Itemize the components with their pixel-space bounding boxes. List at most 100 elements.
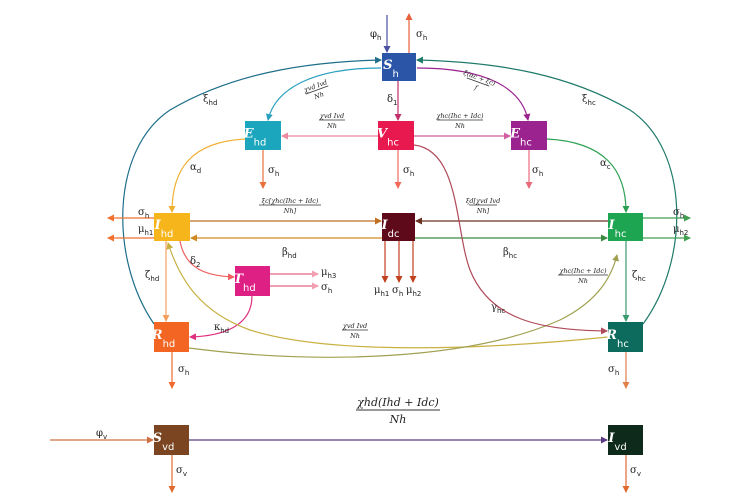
rate-symbol: μ [138, 224, 145, 235]
fraction-bar [305, 85, 329, 95]
node-symbol: I [154, 218, 162, 233]
node-label: Rhd [151, 328, 176, 350]
rate-label-gamma-hc: γhc [491, 302, 505, 315]
rate-subscript: h1 [145, 229, 154, 237]
rate-symbol: φ [96, 428, 103, 439]
fraction-numerator: χhc(Ihc + Idc) [558, 267, 607, 275]
rate-symbol: σ [392, 285, 399, 296]
node-box [154, 425, 189, 455]
node-box [382, 53, 416, 81]
rate-label-phi-h: φh [370, 29, 381, 42]
node-label: Sh [383, 58, 399, 80]
node-symbol: T [233, 272, 244, 287]
fraction-svd-ivd: χhd(Ihd + Idc)Nh [356, 396, 440, 426]
fraction-denominator: f [473, 83, 480, 92]
rate-subscript: v [637, 470, 641, 478]
node-thd: Thd [233, 266, 270, 296]
node-box [378, 121, 414, 150]
rate-subscript: v [103, 433, 107, 441]
rate-label-mu-h1-ihd: μh1 [138, 224, 153, 237]
rate-label-alpha-c: αc [600, 158, 611, 171]
rate-symbol: σ [608, 364, 615, 375]
rate-symbol: β [503, 247, 509, 258]
rate-symbol: σ [673, 207, 680, 218]
rate-subscript: hc [509, 252, 517, 260]
node-ivd: Ivd [607, 425, 643, 455]
rate-label-sigma-h-ihc: σh [673, 207, 684, 220]
rate-label-beta-hd: βhd [282, 247, 297, 260]
node-idc: Idc [381, 213, 415, 241]
rate-label-sigma-v-ivd: σv [630, 465, 641, 478]
rate-symbol: σ [138, 207, 145, 218]
rate-symbol: α [190, 162, 197, 173]
rate-subscript: hd [209, 99, 218, 107]
rate-symbol: μ [673, 224, 680, 235]
edge-rhc-ihd [166, 242, 609, 349]
node-sh: Sh [382, 53, 416, 81]
node-subscript: dc [388, 229, 400, 240]
rate-subscript: 2 [196, 261, 200, 269]
node-subscript: hc [520, 138, 532, 149]
node-svd: Svd [153, 425, 189, 455]
node-symbol: I [607, 431, 615, 446]
node-symbol: R [605, 328, 617, 343]
edge-vhc-rhc [413, 144, 608, 335]
rate-symbol: ζ [632, 270, 638, 281]
rate-symbol: σ [178, 364, 185, 375]
node-label: Ihc [608, 218, 627, 240]
node-label: Thd [233, 272, 255, 294]
fraction-denominator: Nh [577, 277, 588, 285]
rate-subscript: h [423, 34, 427, 42]
node-symbol: I [608, 218, 616, 233]
rate-symbol: γ [491, 302, 497, 313]
rate-label-mu-h1-idc: μh1 [374, 285, 389, 298]
rate-symbol: δ [387, 94, 393, 105]
fraction-denominator: Nh [454, 122, 465, 130]
rate-symbol: σ [268, 165, 275, 176]
rate-subscript: h [185, 369, 189, 377]
fraction-denominator: Nh] [283, 207, 297, 215]
fraction-bar [466, 77, 490, 87]
node-box [608, 322, 643, 352]
fraction-denominator: Nh [326, 122, 337, 130]
node-rhd: Rhd [151, 322, 189, 352]
fraction-numerator: χhc(Ihc + Idc) [435, 112, 484, 120]
rate-label-xi-hd: ξhd [203, 94, 217, 107]
rate-subscript: c [607, 163, 611, 171]
rate-subscript: hd [150, 275, 159, 283]
rate-label-beta-hc: βhc [503, 247, 517, 260]
edge-rhc-sh [416, 56, 678, 325]
edge-rhd-sh [122, 56, 382, 325]
rate-label-zeta-hc: ζhc [632, 270, 646, 283]
rate-symbol: σ [532, 165, 539, 176]
rate-symbol: ζ [145, 270, 151, 281]
node-ehd: Ehd [243, 121, 281, 150]
rate-label-kappa-hd: κhd [214, 322, 229, 335]
fraction-denominator: Nh [349, 332, 360, 340]
rate-subscript: d [197, 167, 201, 175]
rate-subscript: hd [288, 252, 297, 260]
node-label: Ihd [154, 218, 174, 240]
edge-sh-ehd [265, 67, 382, 121]
rate-subscript: v [183, 470, 187, 478]
rate-symbol: α [600, 158, 607, 169]
fraction-numerator: χvd Ivd [319, 112, 344, 120]
edge-sh-ehc [416, 67, 531, 121]
node-subscript: hc [617, 339, 629, 350]
rate-label-xi-hc: ξhc [582, 94, 596, 107]
rate-label-mu-h2-idc: μh2 [406, 285, 421, 298]
rate-subscript: hd [220, 327, 229, 335]
rate-label-sigma-h-rhc: σh [608, 364, 619, 377]
fraction-numerator: ξc[χhc(Ihc + Idc) [262, 197, 319, 205]
fraction-denominator: Nh [389, 413, 407, 426]
node-subscript: vd [162, 442, 174, 453]
fraction-ihd-idc: ξc[χhc(Ihc + Idc) Nh] [259, 197, 321, 215]
fraction-numerator: ξd[χvd Ivd [466, 197, 501, 205]
rate-symbol: ξ [582, 94, 588, 105]
node-symbol: E [243, 127, 255, 142]
rate-subscript: h [275, 170, 279, 178]
node-subscript: hd [163, 339, 176, 350]
